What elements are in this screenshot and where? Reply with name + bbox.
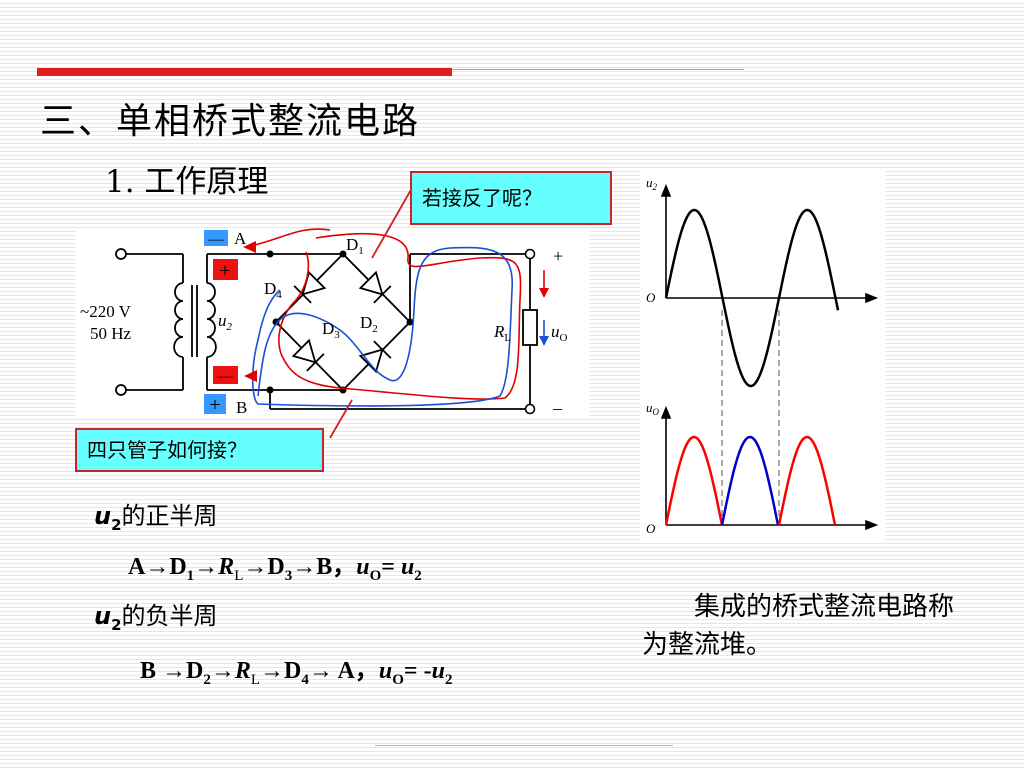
- current-path-positive: [278, 232, 522, 400]
- output-minus-label: –: [552, 398, 563, 418]
- source-frequency-label: 50 Hz: [90, 324, 132, 343]
- node-b-label: B: [236, 398, 247, 417]
- u2-axis-label: u2: [646, 175, 658, 192]
- d1-label: D1: [346, 235, 364, 257]
- current-return-positive: [249, 228, 331, 247]
- tag-b-plus: [204, 394, 226, 414]
- d2-label: D2: [360, 313, 378, 335]
- callout-leader-bottom: [329, 399, 353, 439]
- ac-source-terminals: [115, 248, 127, 396]
- tag-a-minus-label: —: [207, 231, 225, 248]
- output-plus-label: +: [553, 246, 563, 266]
- d3-label: D3: [322, 319, 340, 341]
- rectifier-stack-note: 集成的桥式整流电路称为整流堆。: [642, 592, 955, 660]
- tag-a-plus-label: +: [219, 260, 230, 282]
- u2-label: u2: [218, 311, 233, 333]
- diode-d2: [358, 340, 392, 374]
- negative-half-heading: u2的负半周: [94, 602, 218, 634]
- tag-a-minus: [204, 230, 228, 246]
- primary-wires: [126, 253, 184, 391]
- title-accent-bar: [37, 68, 452, 76]
- d4-label: D4: [264, 279, 282, 301]
- rl-label: RL: [493, 322, 511, 344]
- current-path-negative: [251, 246, 513, 407]
- title-accent-line: [452, 69, 744, 70]
- uo-label: uO: [551, 322, 568, 344]
- callout-how-to-connect: 四只管子如何接？: [75, 428, 324, 472]
- callout-leader-top: [371, 187, 413, 259]
- positive-half-path: A→D1→RL→D3→B，uO= u2: [128, 554, 422, 584]
- current-arrows: [243, 241, 549, 382]
- tag-b-minus-label: —: [216, 368, 234, 385]
- waveform-axes: [660, 183, 879, 531]
- waveform-guides: [721, 310, 780, 522]
- callout-reversed: 若接反了呢？: [410, 171, 612, 225]
- tag-b-plus-label: +: [209, 394, 220, 416]
- section-subtitle: 1. 工作原理: [105, 164, 269, 200]
- waveform-panel: [640, 170, 886, 542]
- uo-positive-hump-2: [777, 435, 837, 526]
- origin-bottom-label: O: [646, 521, 656, 536]
- slide-title: 三、单相桥式整流电路: [40, 101, 421, 142]
- node-a-label: A: [234, 229, 247, 248]
- secondary-coil: [206, 282, 217, 358]
- footer-line: [375, 745, 673, 746]
- diode-d1: [358, 270, 392, 304]
- tag-b-minus: [213, 366, 238, 384]
- origin-top-label: O: [646, 290, 656, 305]
- uo-positive-hump-1: [664, 435, 724, 526]
- uo-axis-label: uO: [646, 400, 660, 417]
- source-voltage-label: ~220 V: [80, 302, 132, 321]
- tag-a-plus: [213, 259, 238, 280]
- negative-half-path: B →D2→RL→D4→ A，uO= -u2: [140, 658, 453, 688]
- primary-coil: [173, 282, 184, 358]
- load-resistor: [522, 309, 538, 346]
- output-terminals: [524, 248, 536, 415]
- diode-d3: [291, 338, 325, 372]
- positive-half-heading: u2的正半周: [94, 502, 218, 534]
- circuit-nodes: [266, 250, 414, 394]
- u2-sine-wave: [664, 208, 840, 388]
- uo-negative-hump: [720, 435, 780, 526]
